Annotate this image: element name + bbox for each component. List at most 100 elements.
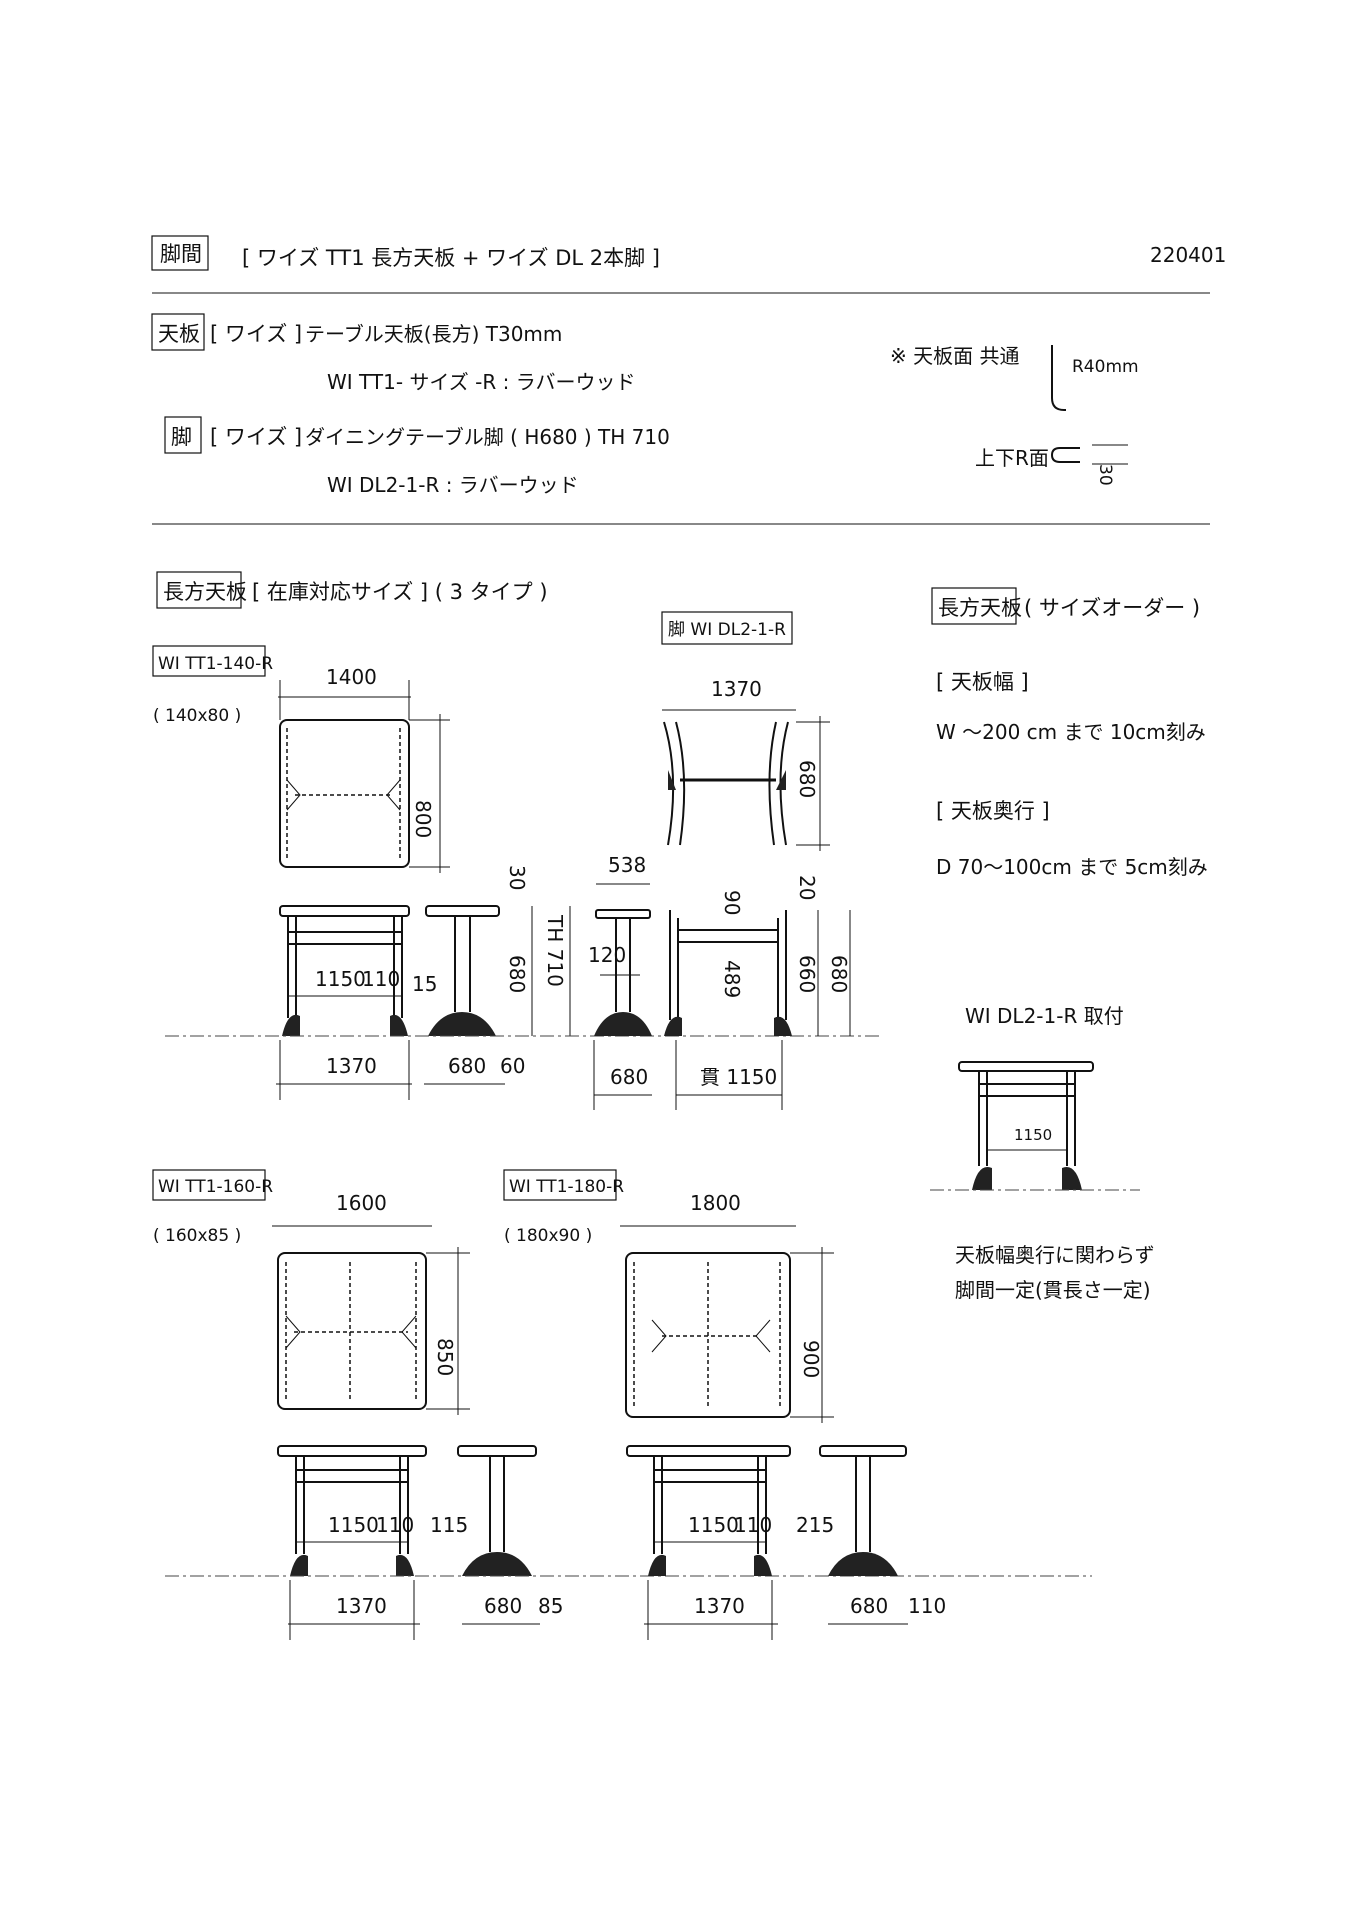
leg-front-view	[663, 721, 789, 846]
table-160: WI TT1-160-R ( 160x85 ) 1600 850 1150 11…	[152, 1169, 1092, 1640]
stock-heading: 長方天板 [ 在庫対応サイズ ] ( 3 タイプ )	[156, 571, 548, 609]
header-tag: 脚間	[160, 242, 202, 266]
leg-span-140: 1370	[326, 1054, 377, 1078]
top-thk-140: 30	[505, 865, 529, 890]
mount-rail	[978, 1083, 1076, 1097]
header: 脚間 [ ワイズ TT1 長方天板 + ワイズ DL 2本脚 ] 220401	[151, 235, 1226, 294]
leg-depth-160: 680	[484, 1594, 522, 1618]
tabletop-140-side	[425, 905, 500, 917]
width-text: W ～200 cm まで 10cm刻み	[936, 720, 1206, 744]
post-width: 120	[588, 943, 626, 967]
leg-box-label: 脚 WI DL2-1-R	[668, 620, 786, 640]
leg-height: 680	[795, 760, 819, 798]
post-cap	[595, 909, 651, 919]
mount-dim: 1150	[1014, 1126, 1052, 1144]
leg-brace	[286, 779, 401, 811]
overhang-140: 15	[412, 972, 437, 996]
foot-side	[462, 1552, 532, 1576]
model-160-box	[152, 1169, 266, 1201]
size-180: ( 180x90 )	[504, 1226, 592, 1246]
edge-profile-icon	[1050, 447, 1080, 463]
leg-width: 1370	[711, 677, 762, 701]
stock-tag: 長方天板	[163, 580, 247, 604]
feet-front	[282, 1014, 408, 1036]
post-leg	[615, 918, 631, 1012]
mount-note1: 天板幅奥行に関わらず	[955, 1243, 1155, 1267]
page-title: [ ワイズ TT1 長方天板 + ワイズ DL 2本脚 ]	[242, 246, 660, 270]
mount-feet	[972, 1166, 1082, 1190]
feet-front	[648, 1554, 772, 1576]
mount-tabletop	[958, 1061, 1094, 1072]
leg-spec-line2: WI DL2-1-R : ラバーウッド	[327, 473, 579, 497]
tabletop-160-front	[277, 1445, 427, 1457]
leg-spec-line1: ダイニングテーブル脚 ( H680 ) TH 710	[305, 425, 670, 449]
rail-gap-140: 110	[362, 967, 400, 991]
rail-160: 1150	[328, 1513, 379, 1537]
edge-label: 上下R面	[975, 446, 1049, 470]
size-order: 長方天板 ( サイズオーダー ) [ 天板幅 ] W ～200 cm まで 10…	[931, 587, 1208, 879]
overhang-180: 215	[796, 1513, 834, 1537]
legs-front	[653, 1456, 767, 1554]
stock-tag-box	[156, 571, 242, 609]
leg-pair-front	[669, 910, 787, 1020]
rail-180: 1150	[688, 1513, 739, 1537]
side-overhang-140: 60	[500, 1054, 525, 1078]
top-tag: 天板	[158, 322, 200, 346]
rail-height: 489	[720, 960, 744, 998]
rail-front	[295, 1469, 409, 1483]
rail-140: 1150	[315, 967, 366, 991]
top-spec-line2: WI TT1- サイズ -R : ラバーウッド	[327, 370, 636, 394]
th-140: TH 710	[543, 914, 567, 987]
feet-front	[290, 1554, 414, 1576]
overhang-160: 115	[430, 1513, 468, 1537]
edge-dim: 30	[1095, 464, 1115, 486]
leg-span-180: 1370	[694, 1594, 745, 1618]
top-tag-box	[151, 313, 205, 351]
order-subtitle: ( サイズオーダー )	[1024, 596, 1200, 620]
tabletop-160-plan	[277, 1252, 427, 1410]
size-160: ( 160x85 )	[153, 1226, 241, 1246]
width-180: 1800	[690, 1191, 741, 1215]
model-140-box	[152, 645, 266, 677]
order-tag: 長方天板	[938, 596, 1022, 620]
depth-text: D 70～100cm まで 5cm刻み	[936, 855, 1208, 879]
rail	[677, 929, 779, 943]
size-140: ( 140x80 )	[153, 706, 241, 726]
radius-label: R40mm	[1072, 357, 1139, 377]
rail-drop: 90	[720, 890, 744, 915]
width-head: [ 天板幅 ]	[936, 670, 1029, 694]
legs-front	[295, 1456, 409, 1554]
leg-brace	[651, 1319, 771, 1353]
mount-legs	[978, 1071, 1076, 1166]
top-common-note: ※ 天板面 共通	[890, 344, 1019, 368]
leg-pair-feet	[664, 1016, 792, 1036]
table-180: WI TT1-180-R ( 180x90 ) 1800 900 1150 11…	[503, 1169, 946, 1640]
top-brand: [ ワイズ ]	[210, 322, 302, 346]
post-side	[855, 1456, 871, 1552]
post-side	[454, 916, 471, 1012]
tabletop-180-front	[626, 1445, 791, 1457]
leg-h-140: 680	[505, 955, 529, 993]
leg-depth-180: 680	[850, 1594, 888, 1618]
leg-box	[661, 611, 793, 645]
legs-front	[287, 916, 403, 1018]
drawing-code: 220401	[1150, 243, 1226, 267]
tabletop-180-plan	[625, 1252, 791, 1418]
top-gap: 20	[795, 875, 819, 900]
rail-gap-160: 110	[376, 1513, 414, 1537]
mount-detail: WI DL2-1-R 取付 1150 天板幅奥行に関わらず 脚間一定(貫長さ一定…	[930, 1004, 1155, 1302]
model-160: WI TT1-160-R	[158, 1177, 273, 1197]
foot-side	[828, 1552, 898, 1576]
leg-brace	[285, 1315, 417, 1349]
stock-subtitle: [ 在庫対応サイズ ] ( 3 タイプ )	[252, 580, 548, 604]
order-tag-box	[931, 587, 1017, 625]
depth-180: 900	[799, 1340, 823, 1378]
rail-front	[287, 931, 403, 945]
model-180-box	[503, 1169, 617, 1201]
depth-head: [ 天板奥行 ]	[936, 799, 1050, 823]
spec-section: 天板 [ ワイズ ] テーブル天板(長方) T30mm WI TT1- サイズ …	[151, 313, 1210, 525]
leg-span-160: 1370	[336, 1594, 387, 1618]
rail-length: 貫 1150	[700, 1065, 777, 1089]
tabletop-160-side	[457, 1445, 537, 1457]
header-tag-box	[151, 235, 209, 271]
